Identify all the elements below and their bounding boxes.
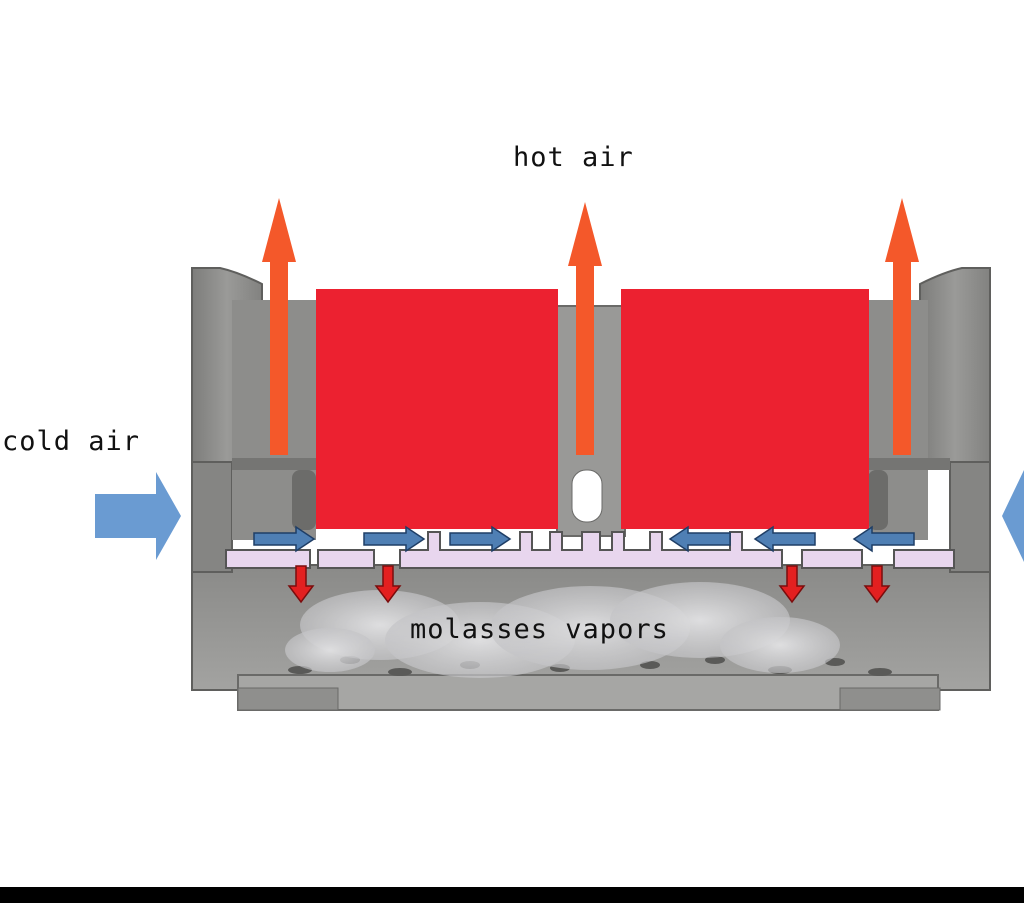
base-plate [237, 674, 939, 711]
flow-arrow-right-1 [253, 525, 316, 553]
cold-air-arrow-right [1002, 470, 1024, 562]
vapor-arrow-4 [863, 565, 891, 604]
center-slot [571, 469, 603, 523]
vapor-arrow-1 [287, 565, 315, 604]
base-foot-left [237, 687, 339, 711]
cold-air-label: cold air [2, 426, 141, 457]
hot-air-arrows [262, 198, 919, 455]
hot-air-arrow-right [885, 198, 919, 455]
housing [191, 267, 991, 711]
base-foot-right [839, 687, 941, 711]
bottom-black-bar [0, 887, 1024, 903]
flow-arrow-right-3 [449, 525, 512, 553]
left-window [292, 470, 316, 530]
vapor-cloud [285, 582, 840, 678]
left-channel-ledge [232, 458, 316, 470]
vapor-arrow-2 [374, 565, 402, 604]
flow-arrows [253, 525, 915, 553]
right-wall-lower [949, 461, 991, 573]
hot-air-label: hot air [513, 142, 634, 173]
molasses-vapors-label: molasses vapors [410, 614, 669, 645]
vapor-arrow-3 [778, 565, 806, 604]
right-window [868, 470, 888, 530]
perforated-plate [225, 531, 955, 569]
hot-air-arrow-left [262, 198, 296, 455]
flow-arrow-right-2 [363, 525, 426, 553]
right-channel-ledge [868, 458, 950, 470]
heating-block-left [316, 289, 558, 529]
flow-arrow-left-3 [852, 525, 915, 553]
vapor-arrows [287, 565, 891, 604]
cold-air-arrow-left [95, 472, 181, 560]
flow-arrow-left-1 [668, 525, 731, 553]
flow-arrow-left-2 [753, 525, 816, 553]
hot-air-arrow-center [568, 202, 602, 455]
heating-block-right [621, 289, 869, 529]
